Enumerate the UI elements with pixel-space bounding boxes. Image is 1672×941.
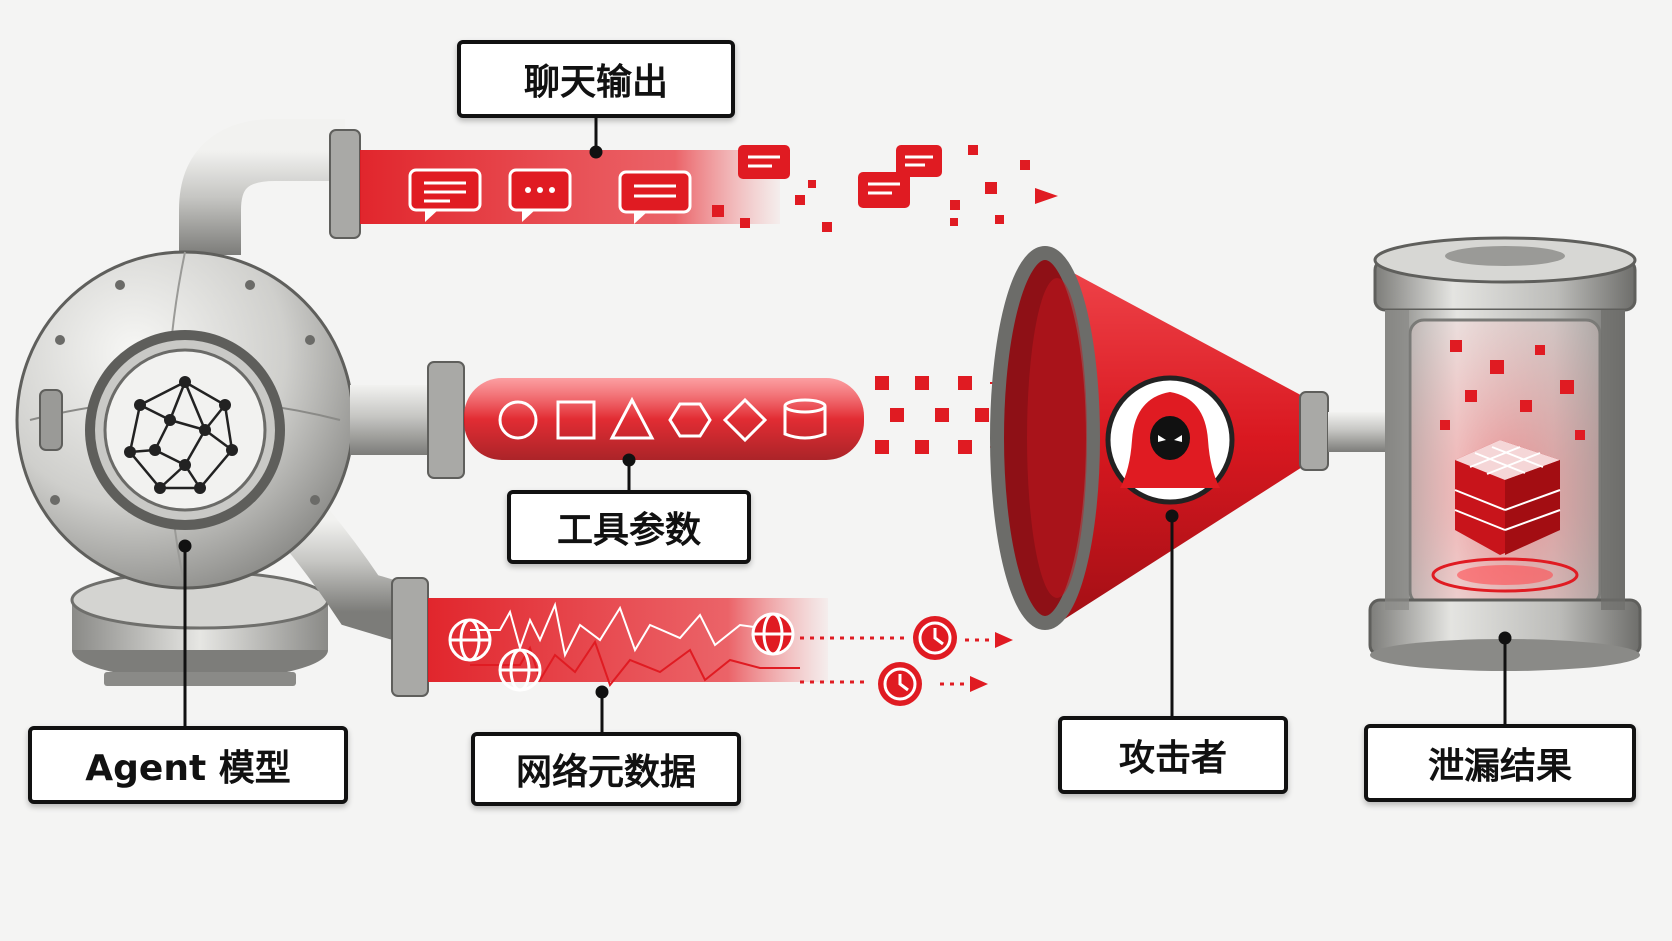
clock-icon bbox=[913, 616, 957, 660]
triangle-shape-icon bbox=[609, 396, 655, 440]
square-shape-icon bbox=[556, 400, 596, 440]
hooded-attacker-icon bbox=[1120, 392, 1220, 488]
leak-result-label: 泄漏结果 bbox=[1364, 724, 1636, 802]
network-graph-icon bbox=[124, 376, 238, 494]
globe-icon bbox=[751, 612, 795, 656]
clock-icon bbox=[878, 662, 922, 706]
chat-output-label: 聊天输出 bbox=[457, 40, 735, 118]
attacker-label: 攻击者 bbox=[1058, 716, 1288, 794]
chat-bubble-icon bbox=[858, 172, 910, 208]
attacker-funnel bbox=[990, 246, 1388, 630]
circle-shape-icon bbox=[498, 400, 538, 440]
cylinder-shape-icon bbox=[783, 398, 827, 440]
agent-model-machine bbox=[15, 119, 430, 686]
network-metadata-stream bbox=[391, 577, 1013, 706]
diamond-shape-icon bbox=[722, 397, 768, 443]
tool-params-label: 工具参数 bbox=[507, 490, 751, 564]
arrow-right-icon bbox=[1035, 188, 1058, 204]
chat-bubble-icon bbox=[896, 145, 942, 177]
network-metadata-label: 网络元数据 bbox=[471, 732, 741, 806]
callout-lines bbox=[178, 118, 1512, 732]
hexagon-shape-icon bbox=[668, 402, 712, 438]
chat-output-stream bbox=[329, 129, 1058, 239]
chat-bubble-icon bbox=[738, 145, 790, 179]
chat-bubble-icon bbox=[508, 168, 572, 222]
globe-icon bbox=[498, 648, 542, 692]
chat-bubble-icon bbox=[408, 168, 482, 222]
tool-params-stream bbox=[427, 361, 1060, 479]
leak-container bbox=[1368, 236, 1642, 671]
agent-model-label: Agent 模型 bbox=[28, 726, 348, 804]
arrow-right-icon bbox=[970, 676, 988, 692]
arrow-right-icon bbox=[995, 632, 1013, 648]
globe-icon bbox=[448, 618, 492, 662]
data-cube-icon bbox=[1454, 440, 1561, 555]
chat-bubble-icon bbox=[618, 170, 692, 224]
